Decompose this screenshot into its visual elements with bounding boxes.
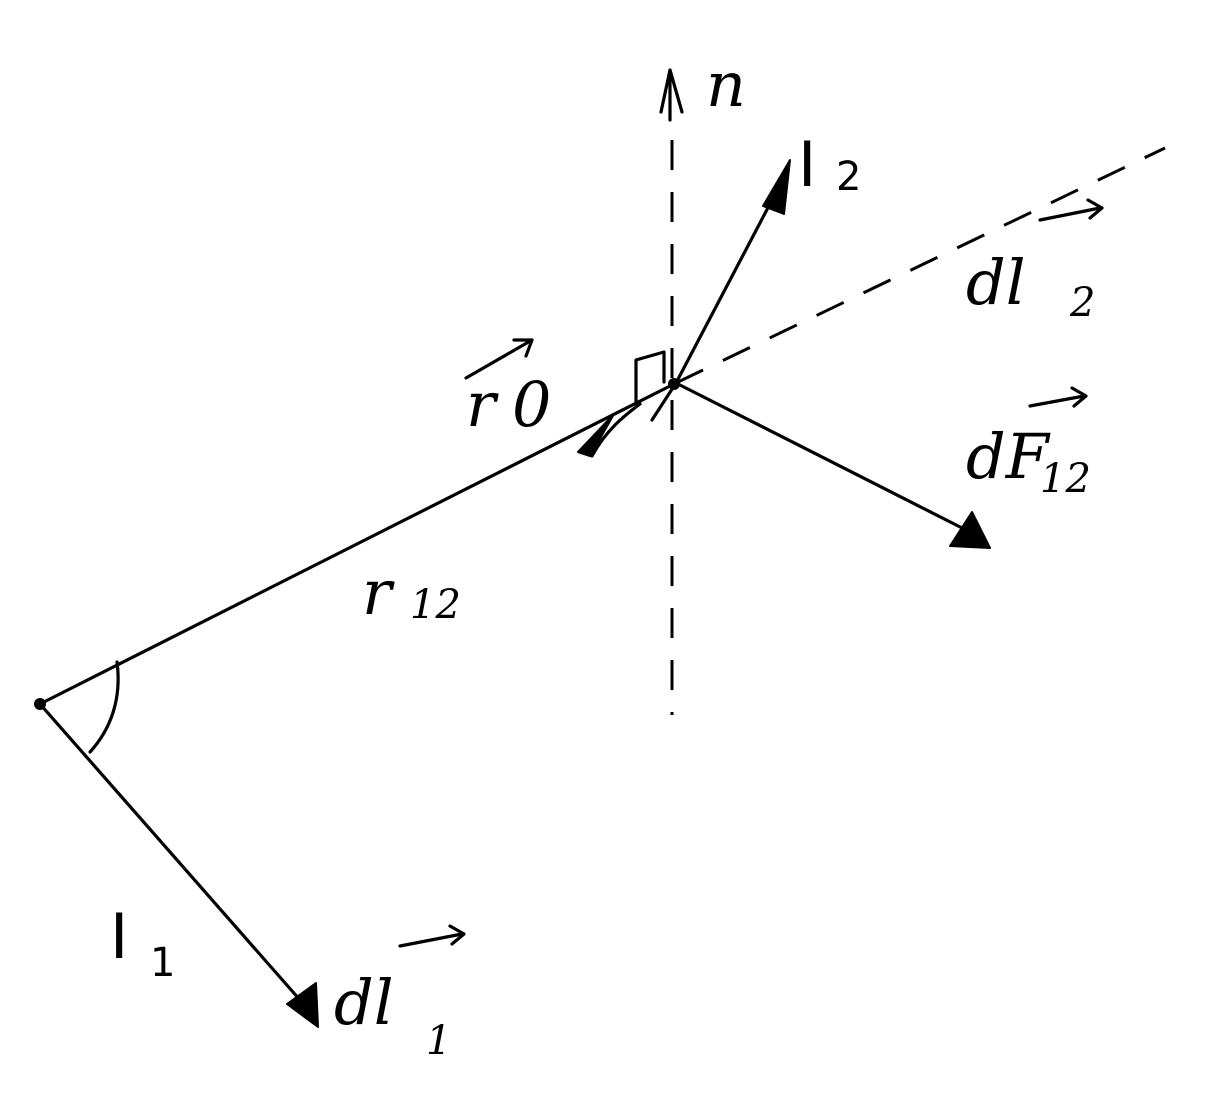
point-2 [668,378,680,390]
label-normal: n [706,48,746,121]
label-dl1: dl [334,966,394,1039]
dl1-arrowhead [286,982,319,1028]
label-r0-sub: 0 [512,368,551,441]
label-r0: r [466,368,499,441]
dl1-vector-bar [398,924,466,948]
point-1 [34,698,46,710]
right-angle-marker [634,350,666,404]
label-i2-sub: 2 [836,154,861,200]
df12-arrowhead [949,511,991,549]
dl2-vector-bar [1038,198,1104,222]
r0-arrowhead [577,413,615,457]
dl2-direction-dashed [675,146,1166,385]
label-dl2: dl [966,246,1026,319]
df12-vector-bar [1028,386,1088,408]
df12-line [674,381,972,534]
r0-arrow-curve [590,402,642,458]
i2-arrowhead [762,159,791,215]
label-i2: I [798,128,816,201]
label-r12-sub: 12 [410,582,461,628]
i1-line [38,702,302,1002]
label-df12-sub: 12 [1040,456,1091,502]
label-dl2-sub: 2 [1069,280,1095,326]
label-i1: I [110,900,128,973]
normal-axis-arrowhead [659,68,684,114]
label-r12: r [362,556,395,629]
i2-line [674,198,774,385]
label-i1-sub: 1 [150,940,175,986]
label-df12: dF [966,420,1051,493]
angle-arc [88,660,120,754]
r0-vector-bar [464,338,534,380]
r12-line [38,381,678,706]
label-dl1-sub: 1 [426,1018,451,1064]
